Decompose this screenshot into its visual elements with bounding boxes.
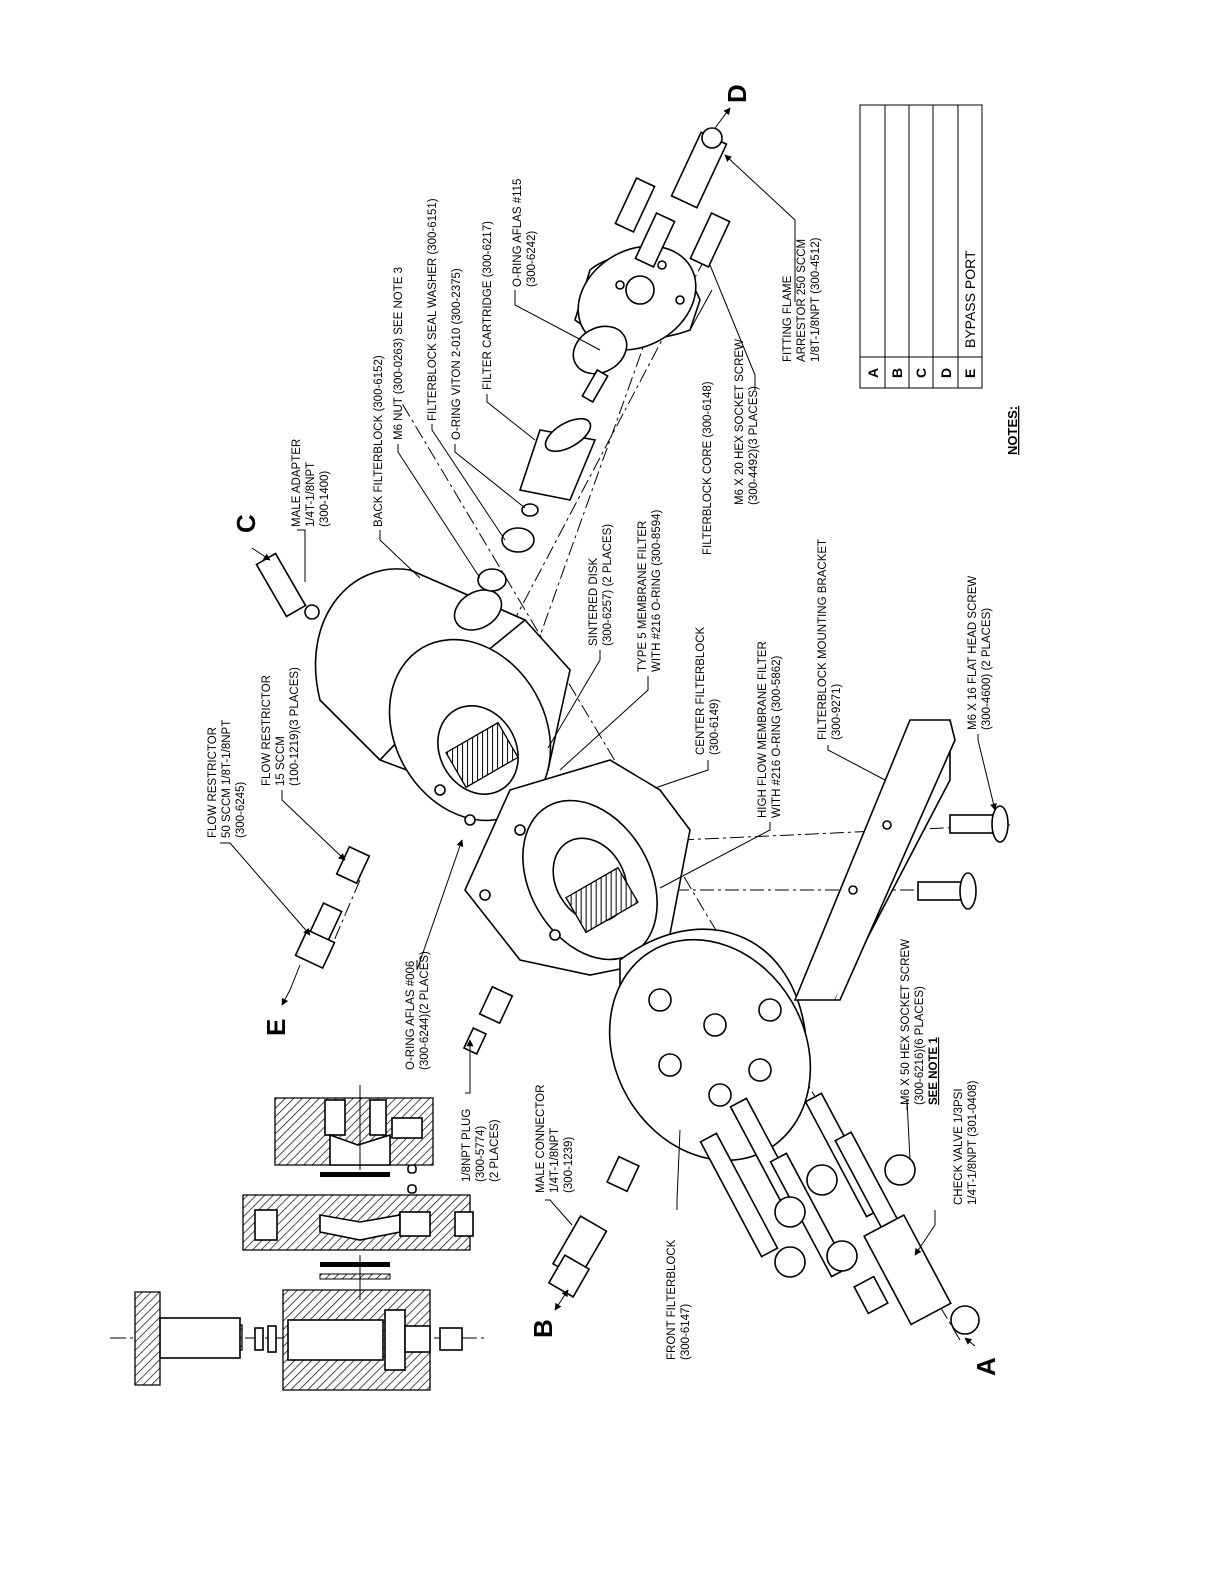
port-table-key-b: B	[889, 368, 905, 378]
leader-lines	[220, 154, 997, 1256]
high-flow-membrane-filter	[565, 866, 639, 934]
male-adapter	[255, 552, 320, 620]
label-oring-viton: O-RING VITON 2-010 (300-2375)	[451, 268, 463, 440]
label-sintered-disk: SINTERED DISK (300-6257) (2 PLACES)	[588, 524, 614, 646]
connector-adapter	[606, 1155, 640, 1193]
hex-socket-screws-50	[699, 1092, 916, 1278]
label-filter-cartridge: FILTER CARTRIDGE (300-6217)	[482, 221, 494, 390]
port-letter-d: D	[722, 84, 752, 103]
port-table-desc-e: BYPASS PORT	[962, 250, 978, 348]
label-flow-restrictor-50: FLOW RESTRICTOR 50 SCCM 1/8T-1/8NPT (300…	[207, 717, 247, 838]
hex-socket-screws-20	[614, 177, 731, 268]
label-center-filterblock: CENTER FILTERBLOCK (300-6149)	[695, 624, 721, 755]
label-npt-plug: 1/8NPT PLUG (300-5774) (2 PLACES)	[461, 1106, 501, 1183]
flow-restrictor-50	[289, 902, 343, 991]
notes-heading: NOTES:	[1005, 406, 1020, 455]
o-ring-viton	[521, 503, 539, 517]
flame-arrestor-fitting	[670, 127, 728, 209]
label-male-connector: MALE CONNECTOR 1/4T-1/8NPT (300-1239)	[535, 1081, 575, 1193]
label-m6-nut: M6 NUT (300-0263) SEE NOTE 3	[393, 267, 405, 440]
port-letter-e: E	[261, 1019, 291, 1036]
port-table-key-d: D	[938, 368, 954, 378]
label-oring-aflas-115: O-RING AFLAS #115 (300-6242)	[512, 175, 538, 287]
filter-cartridge	[518, 417, 597, 501]
port-arrows	[251, 107, 976, 1347]
port-table-key-c: C	[913, 368, 929, 378]
label-flow-restrictor-15: FLOW RESTRICTOR 15 SCCM (100-1219)(3 PLA…	[261, 667, 301, 786]
label-hex-screw-20: M6 X 20 HEX SOCKET SCREW (300-4492)(3 PL…	[734, 336, 760, 505]
label-seal-washer: FILTERBLOCK SEAL WASHER (300-6151)	[427, 198, 439, 421]
label-mounting-bracket: FILTERBLOCK MOUNTING BRACKET (300-9271)	[817, 536, 843, 740]
port-letter-b: B	[528, 1319, 558, 1338]
flow-restrictor-15	[335, 845, 371, 885]
port-letter-c: C	[231, 514, 261, 533]
check-valve	[853, 1213, 980, 1335]
label-oring-aflas-006: O-RING AFLAS #006 (300-6244)(2 PLACES)	[405, 951, 431, 1070]
label-high-flow-membrane: HIGH FLOW MEMBRANE FILTER WITH #216 O-RI…	[757, 638, 783, 818]
m6-nut	[477, 568, 507, 592]
label-filterblock-core: FILTERBLOCK CORE (300-6148)	[702, 381, 714, 555]
front-filterblock	[608, 928, 812, 1162]
label-male-adapter: MALE ADAPTER 1/4T-1/8NPT (300-1400)	[291, 436, 331, 527]
label-front-filterblock: FRONT FILTERBLOCK (300-6147)	[666, 1236, 692, 1360]
port-letter-a: A	[971, 1357, 1001, 1376]
flat-head-screws	[917, 805, 1009, 910]
threaded-stud	[581, 368, 609, 404]
type5-membrane-filter	[445, 721, 519, 789]
port-table: A B C D E BYPASS PORT	[859, 104, 983, 389]
filterblock-core	[574, 245, 701, 351]
npt-plug	[462, 1027, 488, 1055]
port-table-key-a: A	[865, 368, 881, 378]
seal-washer	[501, 527, 535, 553]
label-type5-membrane: TYPE 5 MEMBRANE FILTER WITH #216 O-RING …	[637, 509, 663, 672]
label-check-valve: CHECK VALVE 1/3PSI 1/4T-1/8NPT (301-0408…	[953, 1080, 979, 1205]
label-hex-screw-50: M6 X 50 HEX SOCKET SCREW (300-6216)(6 PL…	[900, 936, 940, 1105]
flow-restrictor-fitting	[478, 985, 514, 1025]
male-connector	[547, 1215, 608, 1298]
label-fitting-flame: FITTING FLAME ARRESTOR 250 SCCM 1/8T-1/8…	[782, 236, 822, 362]
mounting-bracket	[793, 719, 956, 1001]
cross-section-view	[110, 1085, 485, 1391]
port-table-key-e: E	[962, 369, 978, 378]
label-flat-head-screw: M6 X 16 FLAT HEAD SCREW (300-4600) (2 PL…	[967, 573, 993, 730]
label-back-filterblock: BACK FILTERBLOCK (300-6152)	[373, 355, 385, 527]
